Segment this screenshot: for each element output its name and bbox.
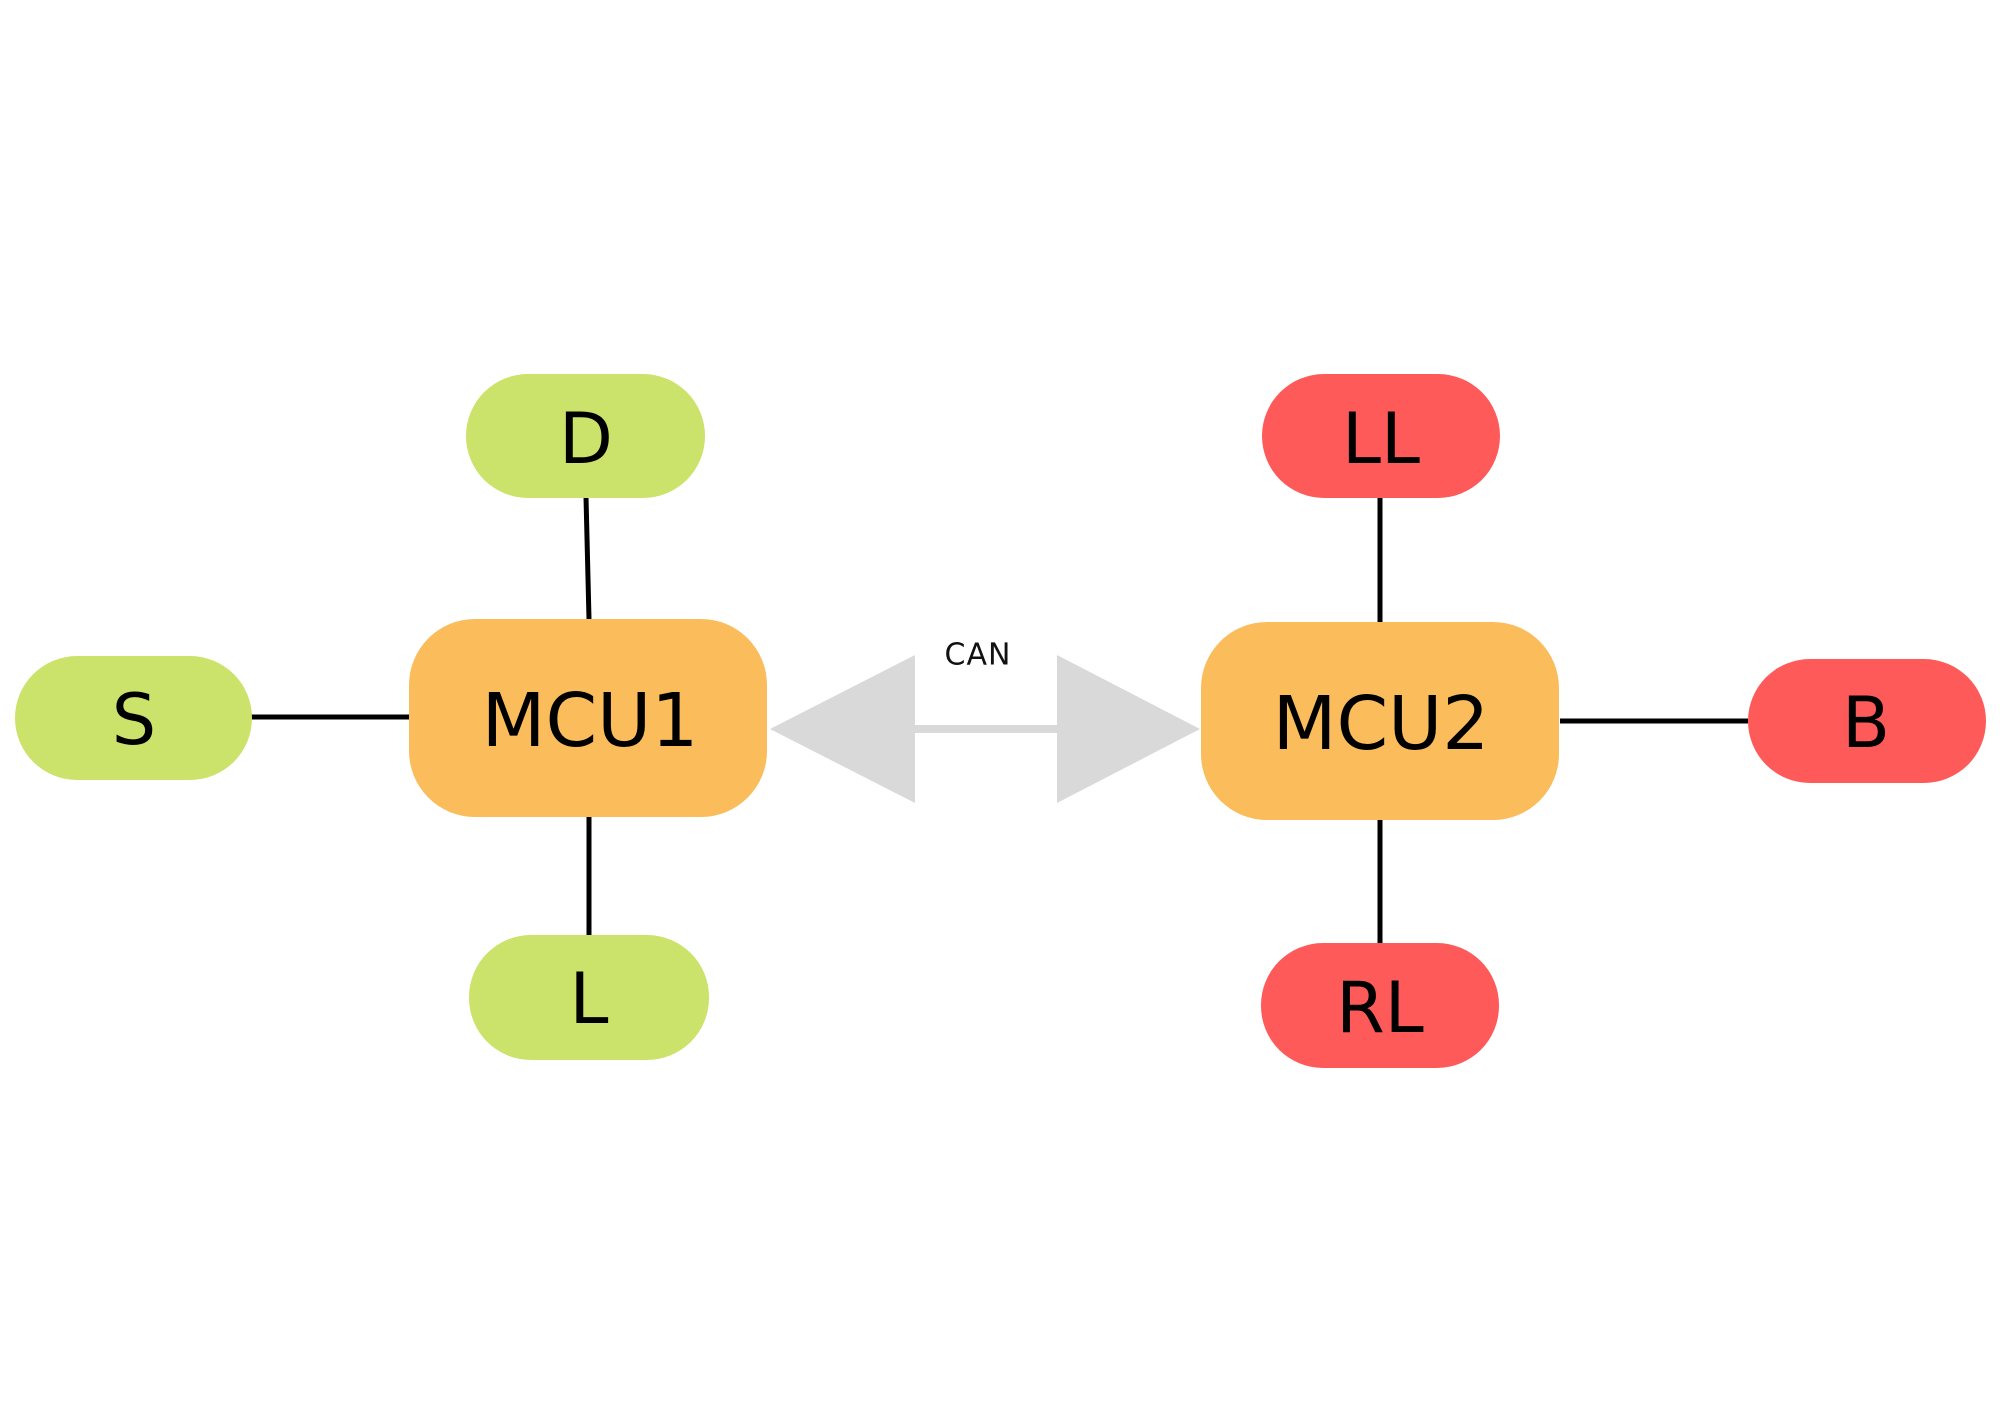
- peripheral-l-pill: [469, 935, 709, 1060]
- peripheral-ll-label: LL: [1342, 398, 1420, 480]
- peripheral-s: S: [15, 656, 252, 780]
- mcu1-label: MCU1: [482, 678, 699, 764]
- can-bus-label: CAN: [945, 638, 1012, 673]
- mcu2-label: MCU2: [1273, 681, 1490, 767]
- peripheral-l: L: [469, 935, 709, 1060]
- peripheral-d-pill: [466, 374, 705, 498]
- peripheral-rl: RL: [1261, 943, 1499, 1068]
- peripheral-s-label: S: [112, 679, 156, 761]
- peripheral-b: B: [1748, 659, 1986, 783]
- mcu2-box: [1201, 622, 1559, 820]
- peripheral-b-label: B: [1842, 682, 1890, 764]
- can-arrow-left-head: [770, 655, 915, 803]
- peripheral-ll: LL: [1262, 374, 1500, 498]
- can-arrow-right-head: [1057, 655, 1200, 803]
- peripheral-rl-pill: [1261, 943, 1499, 1068]
- can-bus-arrow: [770, 655, 1200, 803]
- peripheral-s-pill: [15, 656, 252, 780]
- can-arrow-shaft: [915, 725, 1057, 733]
- peripheral-l-label: L: [570, 958, 609, 1040]
- wire-mcu1-d: [583, 496, 592, 620]
- mcu1-box: [409, 619, 767, 817]
- peripheral-ll-pill: [1262, 374, 1500, 498]
- mcu1-node: MCU1: [409, 619, 767, 817]
- peripheral-b-pill: [1748, 659, 1986, 783]
- mcu2-node: MCU2: [1201, 622, 1559, 820]
- peripheral-d-label: D: [559, 398, 613, 480]
- peripheral-rl-label: RL: [1336, 967, 1424, 1049]
- peripheral-d: D: [466, 374, 705, 498]
